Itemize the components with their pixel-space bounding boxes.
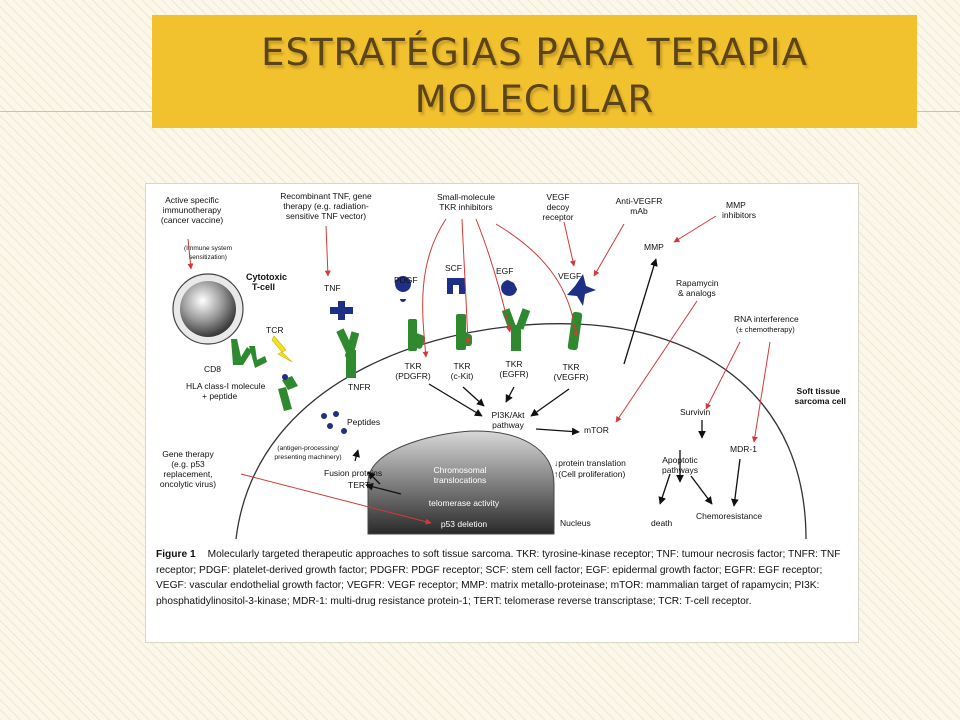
label-scf: SCF (445, 263, 462, 273)
peptides-dots (321, 411, 347, 434)
cytotoxic-tcell (172, 273, 244, 345)
label-hla-2: + peptide (202, 391, 237, 401)
label-tkr-pdgfr-1: TKR (405, 361, 422, 371)
label-analogs: & analogs (678, 288, 716, 298)
tnf-ligand-icon (330, 301, 353, 320)
signal-arrows (352, 258, 741, 507)
label-gene-therapy-2: (e.g. p53 (171, 459, 205, 469)
label-pi3k: PI3K/Akt (491, 410, 525, 420)
label-death: death (651, 518, 673, 528)
slide-title-line-1: ESTRATÉGIAS PARA TERAPIA (261, 31, 808, 74)
label-pathways: pathways (662, 465, 698, 475)
label-tnfr: TNFR (348, 382, 371, 392)
label-peptides: Peptides (347, 417, 380, 427)
label-egf: EGF (496, 266, 513, 276)
cell-membrane (235, 323, 807, 540)
slide-title-box: ESTRATÉGIAS PARA TERAPIA MOLECULAR (152, 15, 917, 128)
label-antivegfr-2: mAb (630, 206, 648, 216)
label-tkr-ckit-1: TKR (454, 361, 471, 371)
label-rapamycin: Rapamycin (676, 278, 719, 288)
label-recomb-2: therapy (e.g. radiation- (283, 201, 369, 211)
label-vegf-decoy-1: VEGF (546, 192, 569, 202)
vegf-ligand-icon (567, 274, 596, 306)
label-tkr-egfr-1: TKR (506, 359, 523, 369)
label-small-molecule-2: TKR inhibitors (439, 202, 492, 212)
label-sensitization: sensitization) (189, 254, 227, 261)
label-soft-tissue: Soft tissue (797, 386, 841, 396)
label-sarcoma-cell: sarcoma cell (794, 396, 846, 406)
figure-caption-label: Figure 1 (156, 549, 196, 560)
label-survivin: Survivin (680, 407, 711, 417)
tnfr-receptor (336, 328, 360, 378)
label-translocations: translocations (434, 475, 486, 485)
label-pdgf: PDGF (394, 275, 418, 285)
label-mtor: mTOR (584, 425, 609, 435)
label-chemoresistance: Chemoresistance (696, 511, 762, 521)
label-recomb-1: Recombinant TNF, gene (280, 191, 372, 201)
label-tkr-ckit-2: (c-Kit) (451, 371, 474, 381)
decorative-rule-right (917, 111, 960, 112)
nucleus-shape (367, 430, 555, 535)
label-vegf: VEGF (558, 271, 581, 281)
label-gene-therapy-1: Gene therapy (162, 449, 214, 459)
label-gene-therapy-3: replacement, (163, 469, 212, 479)
therapy-arrows (187, 215, 771, 525)
label-small-molecule-1: Small-molecule (437, 192, 495, 202)
lightning-bolt-icon (271, 335, 293, 363)
label-fusion-proteins: Fusion proteins (324, 468, 382, 478)
label-mmp-inhibitors-1: MMP (726, 200, 746, 210)
label-hla-1: HLA class-I molecule (186, 381, 266, 391)
label-tnf: TNF (324, 283, 341, 293)
label-mdr1: MDR-1 (730, 444, 757, 454)
label-rnai: RNA interference (734, 314, 799, 324)
label-tkr-egfr-2: (EGFR) (499, 369, 528, 379)
decorative-rule-left (0, 111, 152, 112)
label-mmp: MMP (644, 242, 664, 252)
label-cell-proliferation: ↑(Cell proliferation) (554, 469, 625, 479)
label-tkr-vegfr-1: TKR (563, 362, 580, 372)
label-nucleus: Nucleus (560, 518, 591, 528)
label-chemotherapy: (± chemotherapy) (736, 325, 795, 334)
label-antivegfr-1: Anti-VEGFR (616, 196, 663, 206)
label-telomerase: telomerase activity (429, 498, 500, 508)
label-cancer-vaccine: (cancer vaccine) (161, 215, 224, 225)
peptide-dot (282, 374, 288, 380)
label-p53-deletion: p53 deletion (441, 519, 488, 529)
label-pathway: pathway (492, 420, 524, 430)
label-tkr-pdgfr-2: (PDGFR) (395, 371, 431, 381)
egf-ligand-icon (501, 280, 517, 296)
diagram-labels: Active specific immunotherapy (cancer va… (160, 191, 846, 529)
label-immunotherapy: immunotherapy (163, 205, 222, 215)
figure-panel: Active specific immunotherapy (cancer va… (145, 183, 859, 643)
figure-caption-text: Molecularly targeted therapeutic approac… (156, 549, 841, 607)
label-chromosomal: Chromosomal (434, 465, 487, 475)
label-vegf-decoy-2: decoy (547, 202, 570, 212)
scf-ligand-icon (447, 278, 465, 294)
label-cytotoxic: Cytotoxic (246, 272, 287, 282)
tcr-receptor (231, 339, 298, 411)
label-antigen-1: (antigen-processing/ (277, 445, 339, 452)
label-tcell: T-cell (252, 282, 275, 292)
label-tcr: TCR (266, 325, 283, 335)
label-tert: TERT (348, 480, 370, 490)
label-antigen-2: presenting machinery) (274, 454, 341, 461)
tkr-pdgfr-receptor (408, 319, 426, 351)
label-cd8: CD8 (204, 364, 221, 374)
pdgf-ligand-icon (395, 276, 412, 302)
label-gene-therapy-4: oncolytic virus) (160, 479, 216, 489)
label-tkr-vegfr-2: (VEGFR) (554, 372, 589, 382)
label-active-specific: Active specific (165, 195, 220, 205)
label-mmp-inhibitors-2: inhibitors (722, 210, 756, 220)
label-immune-system: (Immune system (184, 245, 232, 252)
label-protein-translation: ↓protein translation (554, 458, 626, 468)
slide-title-line-2: MOLECULAR (414, 78, 655, 121)
label-recomb-3: sensitive TNF vector) (286, 211, 366, 221)
label-vegf-decoy-3: receptor (542, 212, 573, 222)
label-apoptotic: Apoptotic (662, 455, 698, 465)
diagram-svg: Active specific immunotherapy (cancer va… (160, 191, 846, 540)
